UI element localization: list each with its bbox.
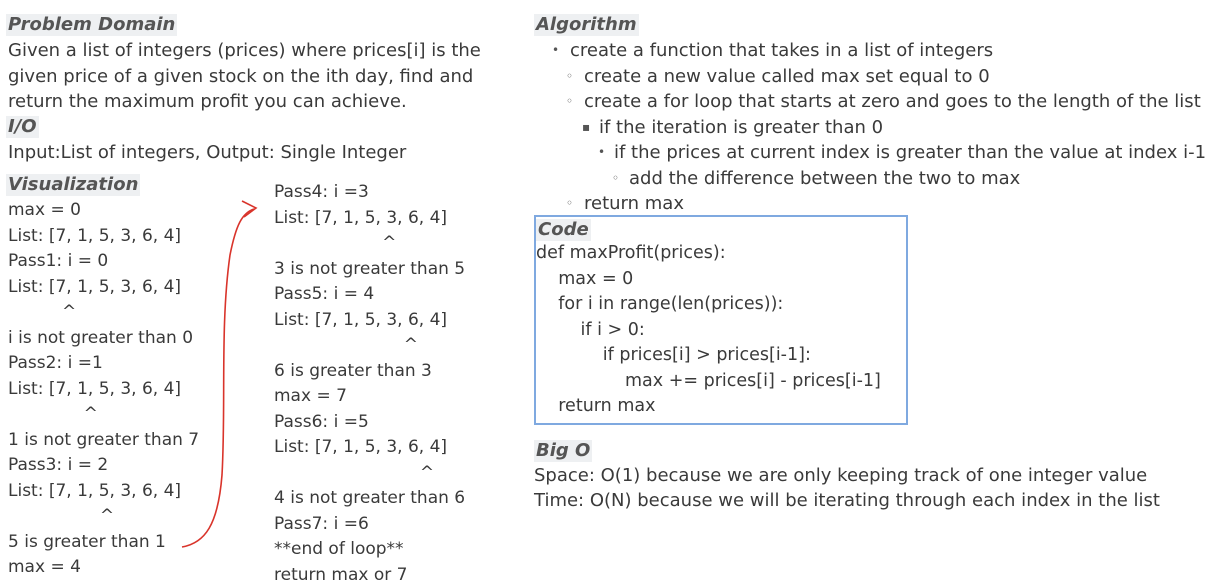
bullet-icon: ◦ — [566, 196, 573, 210]
problem-domain-text: Given a list of integers (prices) where … — [8, 38, 528, 115]
bullet-icon: ◦ — [566, 94, 573, 108]
big-o-space: Space: O(1) because we are only keeping … — [534, 463, 1147, 489]
bullet-icon: • — [598, 145, 605, 159]
code-line: def maxProfit(prices): — [536, 241, 906, 267]
loop-continuation-arrow — [170, 195, 270, 555]
io-heading: I/O — [6, 116, 39, 138]
visualization-line: max = 4 — [8, 555, 199, 581]
visualization-line: return max or 7 — [274, 563, 465, 588]
visualization-line: ^ — [274, 333, 465, 359]
algorithm-item: ◦ create a for loop that starts at zero a… — [534, 89, 1204, 115]
algorithm-item-text: create a function that takes in a list o… — [570, 38, 993, 64]
visualization-line: Pass6: i =5 — [274, 410, 465, 436]
code-block: Code def maxProfit(prices): max = 0 for … — [534, 215, 908, 425]
visualization-line: ^ — [274, 231, 465, 257]
algorithm-item: • create a function that takes in a list … — [534, 38, 1204, 64]
algorithm-item: ◦ return max — [534, 191, 1204, 217]
bullet-icon: ◦ — [612, 171, 619, 185]
visualization-line: List: [7, 1, 5, 3, 6, 4] — [274, 206, 465, 232]
visualization-line: 6 is greater than 3 — [274, 359, 465, 385]
visualization-line: Pass5: i = 4 — [274, 282, 465, 308]
algorithm-item: ◦ create a new value called max set equal… — [534, 64, 1204, 90]
code-heading: Code — [536, 219, 591, 241]
visualization-line: List: [7, 1, 5, 3, 6, 4] — [274, 308, 465, 334]
algorithm-item-text: return max — [584, 191, 684, 217]
code-line: max += prices[i] - prices[i-1] — [536, 369, 906, 395]
algorithm-list: • create a function that takes in a list … — [534, 38, 1204, 217]
io-text: Input:List of integers, Output: Single I… — [8, 140, 406, 166]
algorithm-item: • if the prices at current index is great… — [534, 140, 1204, 166]
code-line: max = 0 — [536, 267, 906, 293]
bullet-icon: ▪ — [582, 120, 590, 134]
algorithm-item-text: add the difference between the two to ma… — [629, 166, 1020, 192]
visualization-line: ^ — [274, 461, 465, 487]
problem-domain-heading: Problem Domain — [6, 14, 177, 36]
code-line: return max — [536, 394, 906, 420]
visualization-line: 3 is not greater than 5 — [274, 257, 465, 283]
visualization-line: max = 7 — [274, 384, 465, 410]
bullet-icon: ◦ — [566, 69, 573, 83]
algorithm-item-text: create a for loop that starts at zero an… — [584, 89, 1201, 115]
bullet-icon: • — [552, 43, 559, 57]
algorithm-item-text: create a new value called max set equal … — [584, 64, 990, 90]
algorithm-item-text: if the iteration is greater than 0 — [599, 115, 883, 141]
visualization-line: 4 is not greater than 6 — [274, 486, 465, 512]
algorithm-item: ▪ if the iteration is greater than 0 — [534, 115, 1204, 141]
code-line: if i > 0: — [536, 318, 906, 344]
code-line: if prices[i] > prices[i-1]: — [536, 343, 906, 369]
visualization-heading: Visualization — [6, 174, 140, 196]
big-o-time: Time: O(N) because we will be iterating … — [534, 488, 1160, 514]
visualization-line: **end of loop** — [274, 537, 465, 563]
visualization-line: List: [7, 1, 5, 3, 6, 4] — [274, 435, 465, 461]
algorithm-item-text: if the prices at current index is greate… — [614, 140, 1206, 166]
algorithm-item: ◦ add the difference between the two to m… — [534, 166, 1204, 192]
code-line: for i in range(len(prices)): — [536, 292, 906, 318]
visualization-line: Pass4: i =3 — [274, 180, 465, 206]
visualization-line: Pass7: i =6 — [274, 512, 465, 538]
code-lines: def maxProfit(prices): max = 0 for i in … — [536, 241, 906, 420]
big-o-heading: Big O — [534, 440, 592, 462]
algorithm-heading: Algorithm — [534, 14, 639, 36]
